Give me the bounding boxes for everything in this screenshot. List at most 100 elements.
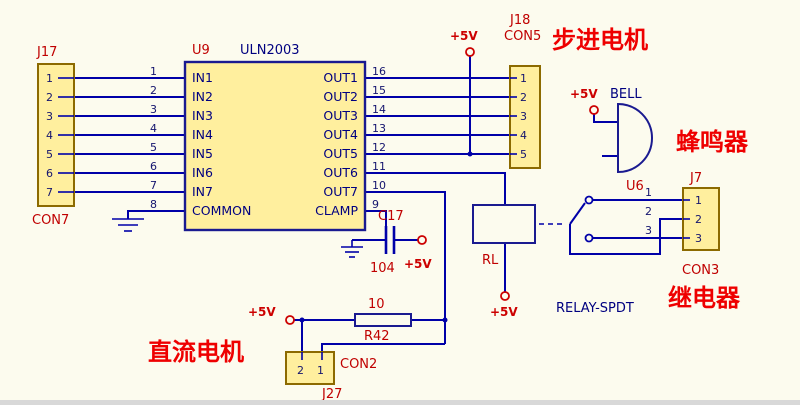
pin-number: 3 bbox=[520, 110, 527, 123]
pin-name: OUT7 bbox=[323, 184, 358, 199]
ground-symbol bbox=[341, 240, 363, 258]
pin-number: 2 bbox=[46, 91, 53, 104]
ground-symbol bbox=[112, 218, 144, 232]
c17-value: 104 bbox=[370, 261, 395, 276]
j7-ref: J7 bbox=[689, 171, 702, 186]
pin-name: IN5 bbox=[192, 146, 213, 161]
pin-number: 2 bbox=[297, 364, 304, 377]
pin-number: 6 bbox=[150, 160, 157, 173]
power-terminal bbox=[465, 47, 475, 57]
window-edge bbox=[0, 400, 800, 405]
u9-input-pin-names: IN1 IN2 IN3 IN4 IN5 IN6 IN7 COMMON bbox=[192, 70, 251, 218]
j17-type: CON7 bbox=[32, 213, 69, 228]
pin-number: 8 bbox=[150, 198, 157, 211]
relay-coil-ref: RL bbox=[482, 253, 499, 268]
pin-number: 3 bbox=[150, 103, 157, 116]
pin-number: 13 bbox=[372, 122, 386, 135]
wire-number: 1 bbox=[645, 186, 652, 199]
relay-contact bbox=[584, 233, 594, 243]
pin-name: OUT6 bbox=[323, 165, 358, 180]
pin-number: 7 bbox=[46, 186, 53, 199]
j7-type: CON3 bbox=[682, 263, 719, 278]
power-label: +5V bbox=[490, 305, 518, 319]
pin-name: OUT1 bbox=[323, 70, 358, 85]
wire-number: 2 bbox=[645, 205, 652, 218]
pin-number: 1 bbox=[46, 72, 53, 85]
wire-number: 3 bbox=[645, 224, 652, 237]
connector-j27-body bbox=[285, 351, 335, 385]
pin-number: 15 bbox=[372, 84, 386, 97]
junction-dot bbox=[467, 151, 473, 157]
pin-name: IN2 bbox=[192, 89, 213, 104]
power-terminal bbox=[285, 315, 295, 325]
pin-name: IN7 bbox=[192, 184, 213, 199]
pin-number: 1 bbox=[695, 194, 702, 207]
pin-name: OUT2 bbox=[323, 89, 358, 104]
u9-ref: U9 bbox=[192, 43, 210, 58]
r42-ref: R42 bbox=[364, 329, 390, 344]
pin-name: IN3 bbox=[192, 108, 213, 123]
pin-number: 5 bbox=[46, 148, 53, 161]
relay-contact bbox=[584, 195, 594, 205]
chip-u9-body bbox=[183, 60, 367, 232]
pin-number: 10 bbox=[372, 179, 386, 192]
power-label: +5V bbox=[404, 257, 432, 271]
pin-number: 1 bbox=[317, 364, 324, 377]
pin-number: 6 bbox=[46, 167, 53, 180]
connector-j18-body bbox=[509, 65, 541, 169]
power-label: +5V bbox=[450, 29, 478, 43]
power-terminal bbox=[500, 291, 510, 301]
relay-switch-part: RELAY-SPDT bbox=[556, 301, 634, 316]
pin-name: OUT3 bbox=[323, 108, 358, 123]
pin-number: 2 bbox=[150, 84, 157, 97]
pin-number: 2 bbox=[520, 91, 527, 104]
pin-number: 14 bbox=[372, 103, 386, 116]
dc-motor-label: 直流电机 bbox=[148, 338, 244, 366]
pin-number: 11 bbox=[372, 160, 386, 173]
j27-pin-numbers: 2 1 bbox=[297, 364, 324, 377]
pin-number: 7 bbox=[150, 179, 157, 192]
power-label: +5V bbox=[248, 305, 276, 319]
pin-number: 1 bbox=[520, 72, 527, 85]
pin-number: 5 bbox=[150, 141, 157, 154]
j18-type: CON5 bbox=[504, 29, 541, 44]
relay-coil-body bbox=[472, 204, 536, 244]
capacitor-symbol bbox=[384, 226, 396, 254]
pin-name: IN6 bbox=[192, 165, 213, 180]
buzzer-ref: U6 bbox=[626, 179, 644, 194]
relay-cn-label: 继电器 bbox=[668, 284, 741, 312]
pin-number: 12 bbox=[372, 141, 386, 154]
pin-number: 3 bbox=[695, 232, 702, 245]
pin-number: 4 bbox=[520, 129, 527, 142]
j27-type: CON2 bbox=[340, 357, 377, 372]
j18-pin-numbers: 1 2 3 4 5 bbox=[520, 72, 527, 161]
j7-pin-numbers: 1 2 3 1 2 3 bbox=[645, 186, 702, 245]
pin-name: OUT5 bbox=[323, 146, 358, 161]
stepper-motor-label: 步进电机 bbox=[552, 26, 648, 54]
pin-name: IN1 bbox=[192, 70, 213, 85]
pin-number: 1 bbox=[150, 65, 157, 78]
power-terminal bbox=[589, 105, 599, 115]
buzzer-symbol bbox=[617, 102, 653, 174]
j18-ref: J18 bbox=[509, 13, 530, 28]
u9-right-pin-numbers: 16 15 14 13 12 11 10 9 bbox=[372, 65, 386, 211]
u9-output-pin-names: OUT1 OUT2 OUT3 OUT4 OUT5 OUT6 OUT7 CLAMP bbox=[315, 70, 358, 218]
pin-number: 9 bbox=[372, 198, 379, 211]
pin-number: 16 bbox=[372, 65, 386, 78]
j17-ref: J17 bbox=[36, 45, 57, 60]
resistor-r42-body bbox=[354, 313, 412, 327]
u9-part: ULN2003 bbox=[240, 43, 300, 58]
buzzer-part: BELL bbox=[610, 87, 642, 102]
pin-name: COMMON bbox=[192, 203, 251, 218]
pin-name: IN4 bbox=[192, 127, 213, 142]
r42-value: 10 bbox=[368, 297, 385, 312]
pin-number: 3 bbox=[46, 110, 53, 123]
junction-dot bbox=[442, 317, 448, 323]
buzzer-label: 蜂鸣器 bbox=[676, 128, 749, 156]
pin-name: OUT4 bbox=[323, 127, 358, 142]
pin-number: 4 bbox=[150, 122, 157, 135]
power-label: +5V bbox=[570, 87, 598, 101]
j27-ref: J27 bbox=[321, 387, 342, 402]
